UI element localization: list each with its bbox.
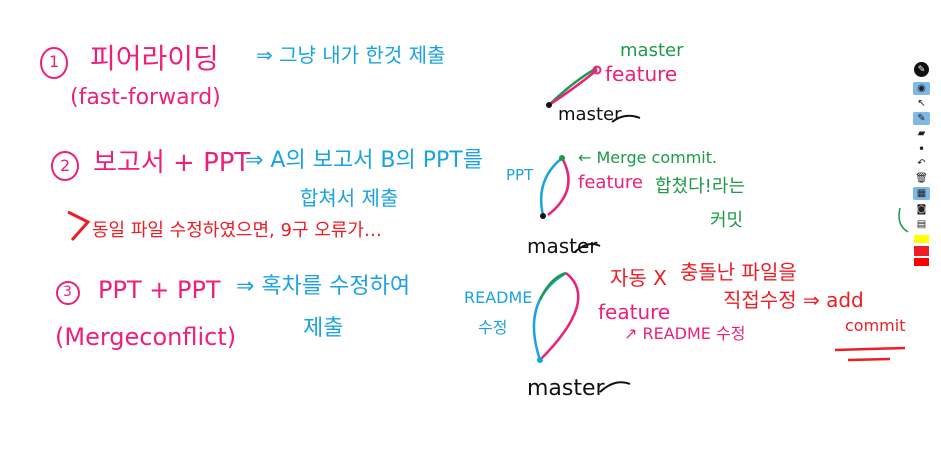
eye-icon[interactable]: ◉ — [913, 82, 930, 95]
d2-feature-label: feature — [578, 172, 643, 193]
d3-feature-sub-label: ↗ README 수정 — [624, 324, 746, 343]
note-bracket — [67, 210, 91, 241]
d3-feature-label: feature — [598, 300, 671, 324]
color-swatch-red[interactable] — [914, 246, 929, 256]
circle-2 — [51, 151, 79, 181]
item3-title: PPT + PPT — [98, 276, 221, 304]
d3-blue-branch — [532, 271, 567, 361]
d3-commit-label: commit — [845, 316, 906, 335]
d3-green-arc — [538, 271, 567, 301]
d3-conflict-line1: 충돌난 파일을 — [680, 260, 797, 284]
item2-description-line1: ⇒ A의 보고서 B의 PPT를 — [245, 148, 483, 173]
item1-description: ⇒ 그냥 내가 한것 제출 — [256, 43, 446, 67]
d3-master-underline — [599, 381, 631, 393]
color-swatch-yellow[interactable] — [914, 235, 929, 243]
item2-number: 2 — [60, 156, 71, 175]
item3-description-line1: ⇒ 혹차를 수정하여 — [236, 274, 411, 299]
d1-feature-label: feature — [605, 62, 678, 86]
undo-icon[interactable]: ↶ — [917, 158, 926, 169]
d2-ppt-label: PPT — [506, 166, 534, 184]
d2-node-top — [559, 155, 565, 161]
item1-subtitle: (fast-forward) — [70, 85, 221, 110]
d1-node-top — [592, 65, 602, 75]
item2-title: 보고서 + PPT — [93, 148, 251, 178]
d2-pink-branch — [547, 157, 570, 216]
d3-auto-x-label: 자동 X — [610, 266, 667, 290]
pen-icon[interactable]: ✎ — [913, 112, 930, 125]
d2-note-line2: 커밋 — [710, 210, 744, 231]
circle-1 — [40, 47, 68, 79]
clipboard-icon[interactable]: ▤ — [916, 219, 927, 230]
d1-node-bottom — [546, 102, 552, 108]
dot-icon[interactable]: • — [917, 141, 926, 156]
grid-icon[interactable]: ▦ — [913, 187, 930, 200]
d1-master-bottom-label: master — [558, 104, 622, 125]
highlighter-icon[interactable]: ▰ — [917, 128, 926, 139]
commit-underline-2 — [847, 357, 891, 362]
item3-description-line2: 제출 — [303, 316, 344, 341]
side-mark — [898, 207, 909, 233]
commit-underline-1 — [834, 346, 906, 352]
item3-number: 3 — [63, 284, 72, 300]
d3-master-label: master — [527, 376, 605, 401]
circle-3 — [56, 281, 80, 305]
d2-master-underline — [574, 243, 601, 253]
cursor-icon[interactable]: ↖ — [917, 98, 926, 109]
d2-blue-branch — [539, 157, 563, 216]
item2-description-line2: 합쳐서 제출 — [300, 186, 399, 210]
d2-note-line1: 합쳤다!라는 — [655, 176, 746, 197]
item3-subtitle: (Mergeconflict) — [55, 323, 237, 351]
d3-readme-sub-label: 수정 — [478, 318, 508, 337]
d2-master-label: master — [527, 234, 598, 258]
d3-conflict-line2: 직접수정 ⇒ add — [723, 288, 864, 312]
d3-pink-branch — [539, 272, 580, 361]
item2-note: 동일 파일 수정하였으면, 9구 오류가… — [92, 220, 382, 241]
d1-master-underline — [611, 114, 641, 123]
logo-icon[interactable]: ✎ — [914, 62, 929, 77]
color-swatch-red-2[interactable] — [914, 258, 929, 266]
drawing-toolbar: ✎ ◉ ↖ ✎ ▰ • ↶ 🗑 ▦ ◙ ▤ — [911, 60, 933, 278]
camera-icon[interactable]: ◙ — [916, 204, 927, 215]
item1-title: 피어라이딩 — [90, 42, 219, 75]
trash-icon[interactable]: 🗑 — [915, 173, 928, 184]
d3-readme-label: README — [464, 288, 533, 307]
item1-number: 1 — [49, 52, 60, 71]
d1-master-top-label: master — [620, 40, 684, 61]
d2-node-bottom — [540, 213, 546, 219]
d3-node-bottom — [537, 357, 543, 363]
d2-merge-commit-label: ← Merge commit. — [578, 148, 718, 167]
d1-pink-line — [548, 69, 598, 107]
